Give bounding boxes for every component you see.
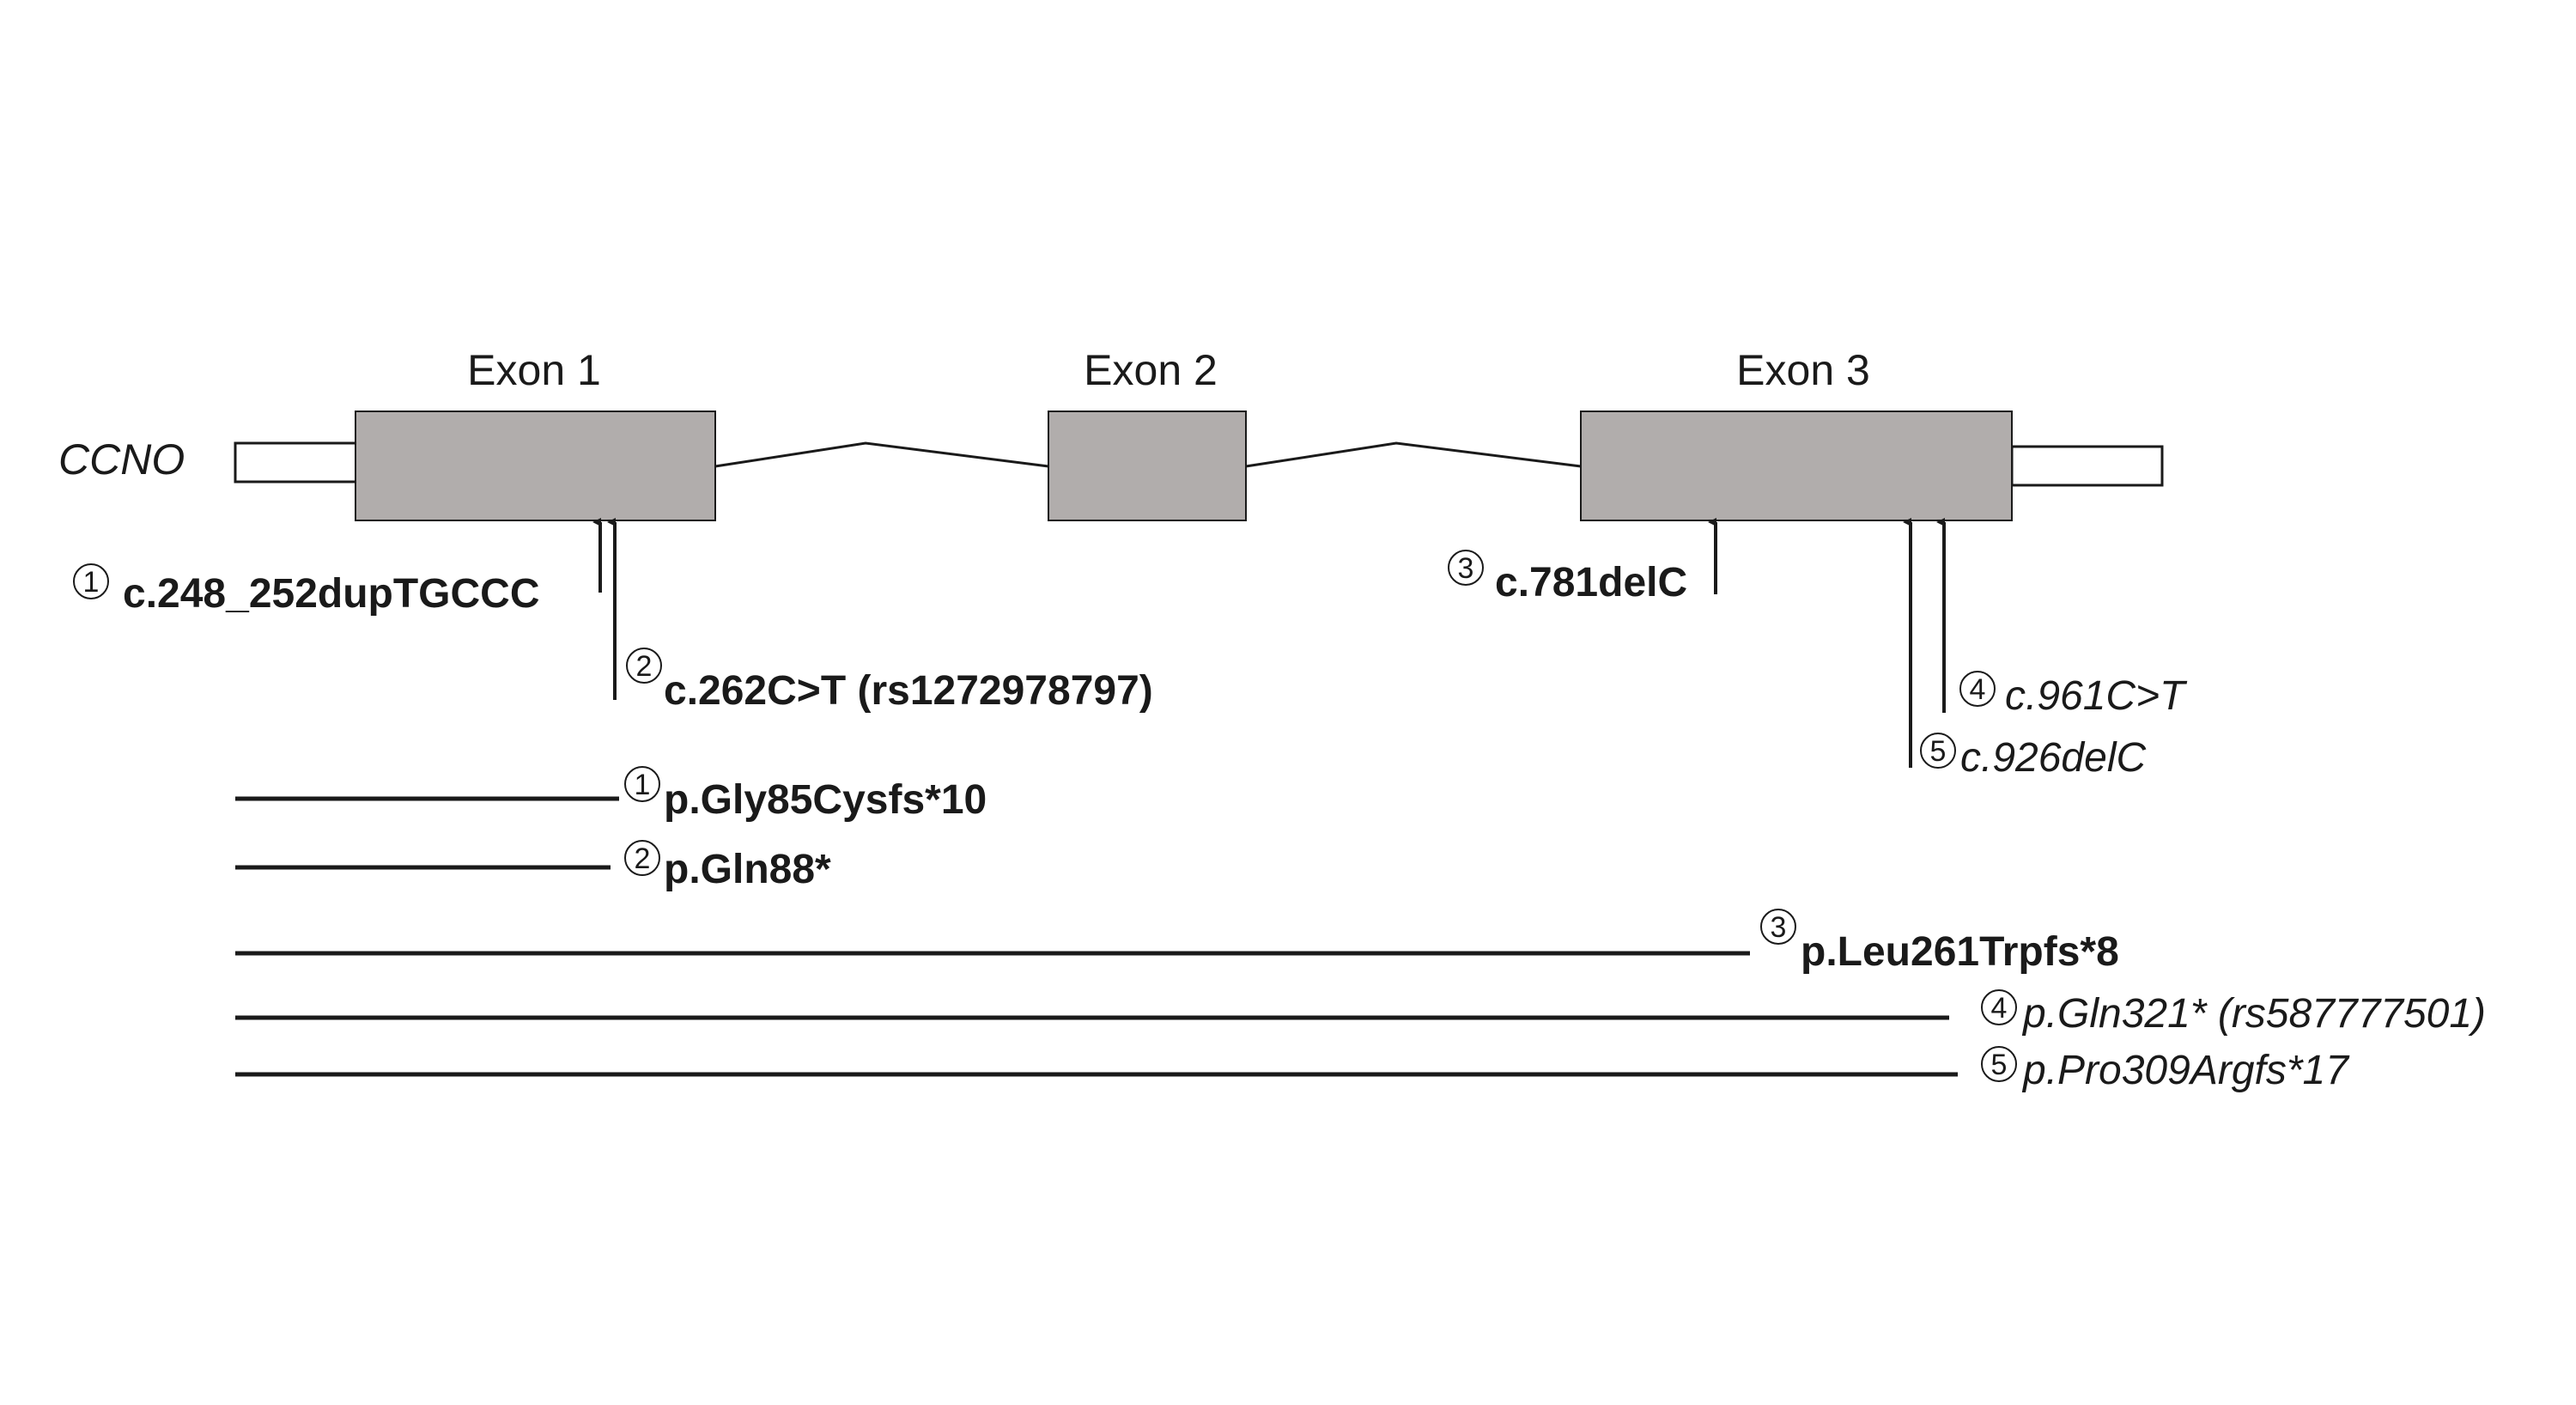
variant-5-circle [1920,733,1956,769]
intron-1 [714,441,1049,468]
variant-5-number: 5 [1930,735,1947,768]
protein-3-number: 3 [1771,911,1787,944]
utr-5prime [234,441,358,484]
exon-3 [1580,411,2013,521]
gene-name: CCNO [58,435,185,484]
protein-1-circle [624,766,660,802]
protein-5-circle [1981,1046,2017,1082]
protein-variant-3-label: p.Leu261Trpfs*8 [1801,929,2119,975]
protein-5-number: 5 [1991,1049,2008,1081]
variant-1-number: 1 [83,566,100,599]
exon-1 [355,411,716,521]
cdna-variant-2-label: c.262C>T (rs1272978797) [664,668,1153,714]
cdna-variant-5-label: c.926delC [1960,735,2146,781]
cdna-variant-1-label: c.248_252dupTGCCC [123,571,540,617]
variant-2-circle [626,648,662,684]
intron-2 [1245,441,1582,468]
protein-variant-5-label: p.Pro309Argfs*17 [2021,1048,2350,1093]
utr-3prime [2010,445,2164,487]
variant-3-number: 3 [1458,552,1474,585]
protein-1-number: 1 [635,769,651,801]
protein-4-number: 4 [1991,992,2008,1025]
protein-variant-2-label: p.Gln88* [664,847,831,892]
variant-2-number: 2 [636,650,653,683]
exon-2-label: Exon 2 [1084,346,1218,394]
protein-3-circle [1760,909,1796,945]
cdna-variant-3-label: c.781delC [1495,560,1687,605]
protein-2-circle [624,840,660,876]
exon-1-label: Exon 1 [467,346,601,394]
protein-2-number: 2 [635,842,651,875]
exon-2 [1048,411,1247,521]
protein-variant-4-label: p.Gln321* (rs587777501) [2021,991,2486,1037]
protein-variant-1-label: p.Gly85Cysfs*10 [664,777,987,823]
variant-4-circle [1959,671,1996,707]
protein-4-circle [1981,989,2017,1025]
cdna-variant-4-label: c.961C>T [2005,673,2188,719]
variant-3-circle [1448,550,1484,586]
variant-4-number: 4 [1970,673,1986,706]
variant-1-circle [73,563,109,599]
exon-3-label: Exon 3 [1736,346,1870,394]
